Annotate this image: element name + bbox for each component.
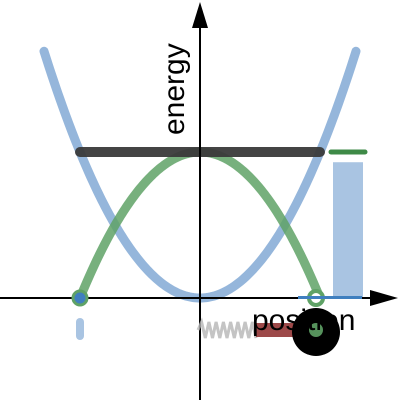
displacement-indicator <box>298 296 362 299</box>
x-axis-label: position <box>252 304 355 337</box>
spring-coil <box>196 317 258 339</box>
potential-energy-bar <box>333 162 363 298</box>
y-axis-label: energy <box>158 43 191 135</box>
chart-background-layer <box>328 149 368 298</box>
left-turning-point <box>71 289 89 307</box>
x-axis-arrow <box>370 290 398 306</box>
mass-position-dot <box>309 323 323 337</box>
chart-marks-layer <box>71 289 362 356</box>
y-axis-arrow <box>192 2 208 28</box>
